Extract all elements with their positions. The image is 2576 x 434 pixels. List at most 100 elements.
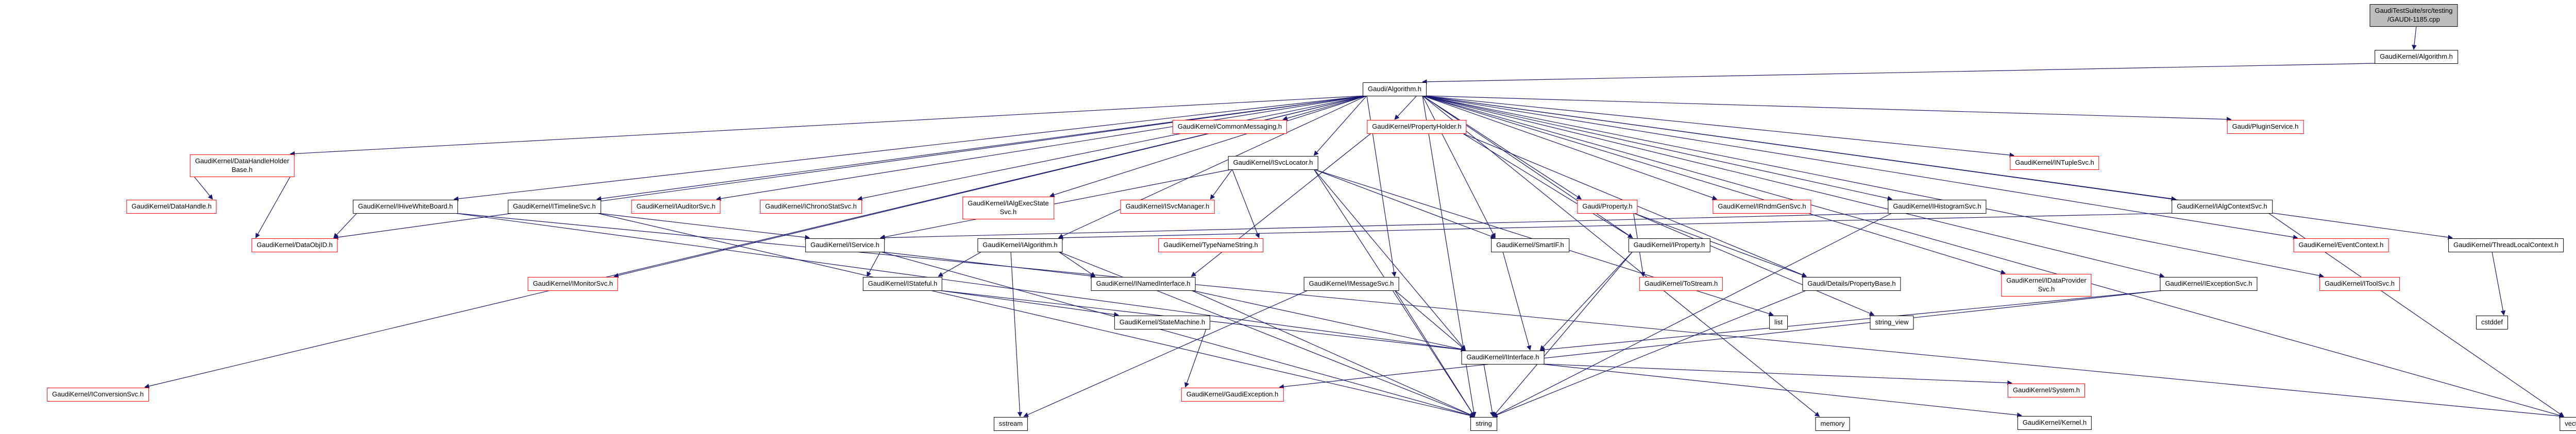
include-edge-ph-inamed — [1191, 133, 1371, 277]
include-edge-galg-ialg — [1058, 95, 1367, 238]
include-edge-isvcloc-isvcmgr — [1210, 169, 1233, 200]
graph-node-plugin[interactable]: Gaudi/PluginService.h — [2227, 120, 2304, 134]
graph-node-cmsg[interactable]: GaudiKernel/CommonMessaging.h — [1172, 120, 1287, 134]
include-edge-galg-iconv — [144, 95, 1367, 389]
graph-node-tns[interactable]: GaudiKernel/TypeNameString.h — [1158, 238, 1263, 252]
include-edge-inamed-string — [1191, 290, 1475, 417]
graph-node-ph[interactable]: GaudiKernel/PropertyHolder.h — [1367, 120, 1467, 134]
include-edge-prop-stringview — [1633, 213, 1875, 316]
graph-node-iaes[interactable]: GaudiKernel/IAlgExecState Svc.h — [962, 197, 1054, 219]
graph-node-istateful[interactable]: GaudiKernel/IStateful.h — [862, 277, 943, 291]
include-edge-ihist-iservice — [879, 213, 1892, 240]
include-edge-inamed-iface — [1191, 290, 1466, 352]
graph-node-itoolsvc[interactable]: GaudiKernel/IToolSvc.h — [2319, 277, 2400, 291]
graph-node-sstream[interactable]: sstream — [993, 417, 1028, 431]
include-edge-imsgsvc-iface — [1394, 290, 1466, 351]
include-edge-galg-intuple — [1422, 95, 2015, 158]
include-edge-galg-tlctx — [1422, 95, 2453, 240]
graph-node-kernel[interactable]: GaudiKernel/Kernel.h — [2017, 416, 2092, 430]
include-edge-dhhb-dobjid — [255, 176, 291, 238]
include-edge-galg-iaes — [1049, 95, 1367, 197]
graph-node-stringview[interactable]: string_view — [1870, 316, 1914, 329]
include-edge-iservice-istateful — [867, 251, 881, 277]
graph-node-ichrono[interactable]: GaudiKernel/IChronoStatSvc.h — [760, 200, 862, 214]
include-edge-istateful-statemachine — [938, 290, 1119, 317]
include-edge-galg-dhhb — [290, 95, 1367, 157]
graph-node-imon[interactable]: GaudiKernel/IMonitorSvc.h — [528, 277, 618, 291]
graph-node-intuple[interactable]: GaudiKernel/INTupleSvc.h — [2010, 156, 2099, 170]
graph-node-iaud[interactable]: GaudiKernel/IAuditorSvc.h — [631, 200, 721, 214]
graph-node-inamed[interactable]: GaudiKernel/INamedInterface.h — [1091, 277, 1196, 291]
include-edge-galg-irndm — [1422, 95, 1718, 200]
include-edge-galg-ihwb — [453, 95, 1367, 201]
graph-node-irndm[interactable]: GaudiKernel/IRndmGenSvc.h — [1713, 200, 1811, 214]
include-edge-galg-evctx — [1422, 95, 2298, 240]
include-edge-iface-string — [1483, 363, 1495, 417]
graph-node-cstddef[interactable]: cstddef — [2476, 316, 2508, 329]
graph-node-iconv[interactable]: GaudiKernel/IConversionSvc.h — [47, 388, 149, 402]
graph-node-itl[interactable]: GaudiKernel/ITimelineSvc.h — [507, 200, 601, 214]
include-edge-galg-iexc — [1422, 95, 2165, 278]
include-edge-ph-iprop — [1462, 133, 1633, 238]
include-edge-ialg-inamed — [1058, 251, 1096, 277]
include-edge-galg-iprop — [1422, 95, 1633, 238]
graph-node-smartif[interactable]: GaudiKernel/SmartIF.h — [1491, 238, 1569, 252]
graph-node-idps[interactable]: GaudiKernel/IDataProvider Svc.h — [2001, 274, 2092, 297]
graph-node-ialg[interactable]: GaudiKernel/IAlgorithm.h — [977, 238, 1063, 252]
include-edge-iexc-gexc — [1279, 290, 2164, 389]
graph-node-list[interactable]: list — [1769, 316, 1788, 329]
graph-node-dh[interactable]: GaudiKernel/DataHandle.h — [126, 200, 217, 214]
include-edge-iface-system — [1540, 363, 2012, 386]
include-edge-statemachine-gexc — [1184, 328, 1207, 388]
include-edge-galg-isvcloc — [1313, 95, 1367, 156]
include-edge-galg-cmsg — [1282, 95, 1367, 121]
include-edge-galg-plugin — [1422, 95, 2232, 122]
include-edge-galg-iaud — [716, 95, 1367, 201]
include-edge-galg-vector — [1422, 95, 2565, 418]
include-edge-iface-kernel — [1540, 363, 2022, 418]
graph-node-gexc[interactable]: GaudiKernel/GaudiException.h — [1181, 388, 1284, 402]
include-edge-itl-string — [597, 213, 1476, 418]
graph-node-dobjid[interactable]: GaudiKernel/DataObjID.h — [251, 238, 338, 252]
graph-node-iprop[interactable]: GaudiKernel/IProperty.h — [1628, 238, 1710, 252]
include-edge-dhhb-dh — [194, 176, 213, 200]
graph-node-ialgctx[interactable]: GaudiKernel/IAlgContextSvc.h — [2172, 200, 2273, 214]
include-edge-smartif-iface — [1502, 251, 1532, 351]
graph-node-evctx[interactable]: GaudiKernel/EventContext.h — [2293, 238, 2389, 252]
graph-node-propbase[interactable]: Gaudi/Details/PropertyBase.h — [1802, 277, 1901, 291]
graph-node-isvcmgr[interactable]: GaudiKernel/ISvcManager.h — [1120, 200, 1215, 214]
graph-node-statemachine[interactable]: GaudiKernel/StateMachine.h — [1114, 316, 1211, 329]
include-edge-isvcloc-string — [1313, 169, 1475, 417]
graph-node-imsgsvc[interactable]: GaudiKernel/IMessageSvc.h — [1303, 277, 1399, 291]
graph-node-string[interactable]: string — [1470, 417, 1497, 431]
include-edge-isvcloc-smartif — [1314, 169, 1496, 239]
graph-node-tostream[interactable]: GaudiKernel/ToStream.h — [1639, 277, 1723, 291]
graph-node-tlctx[interactable]: GaudiKernel/ThreadLocalContext.h — [2448, 238, 2564, 252]
include-edge-ihist-string — [1493, 213, 1892, 417]
include-edge-kalg-galg — [1422, 63, 2379, 84]
include-edge-galg-dobjid — [333, 95, 1367, 240]
graph-node-memory[interactable]: memory — [1815, 417, 1850, 431]
include-edge-ialgctx-ialg — [1058, 213, 2176, 240]
include-edge-galg-ihist — [1422, 95, 1893, 201]
graph-node-galg[interactable]: Gaudi/Algorithm.h — [1362, 82, 1427, 96]
include-edge-galg-itoolsvc — [1422, 95, 2325, 279]
include-edge-prop-propbase — [1633, 213, 1807, 277]
graph-node-ihist[interactable]: GaudiKernel/IHistogramSvc.h — [1888, 200, 1987, 214]
graph-node-isvcloc[interactable]: GaudiKernel/ISvcLocator.h — [1228, 156, 1318, 170]
graph-root-node: GaudiTestSuite/src/testing /GAUDI-1185.c… — [2369, 4, 2458, 27]
graph-node-ihwb[interactable]: GaudiKernel/IHiveWhiteBoard.h — [352, 200, 459, 214]
include-edge-iprop-iface — [1539, 251, 1633, 351]
graph-node-iservice[interactable]: GaudiKernel/IService.h — [805, 238, 885, 252]
include-edge-ihwb-iface — [454, 213, 1466, 352]
include-edge-iexc-iface — [1539, 290, 2164, 352]
graph-node-iexc[interactable]: GaudiKernel/IExceptionSvc.h — [2160, 277, 2258, 291]
graph-node-kalg[interactable]: GaudiKernel/Algorithm.h — [2375, 50, 2458, 64]
graph-node-iface[interactable]: GaudiKernel/IInterface.h — [1461, 351, 1545, 364]
graph-node-dhhb[interactable]: GaudiKernel/DataHandleHolder Base.h — [190, 154, 295, 177]
include-edge-galg-prop — [1422, 95, 1582, 200]
graph-node-vector[interactable]: vector — [2560, 417, 2576, 431]
graph-node-prop[interactable]: Gaudi/Property.h — [1577, 200, 1638, 214]
graph-node-system[interactable]: GaudiKernel/System.h — [2007, 384, 2086, 397]
